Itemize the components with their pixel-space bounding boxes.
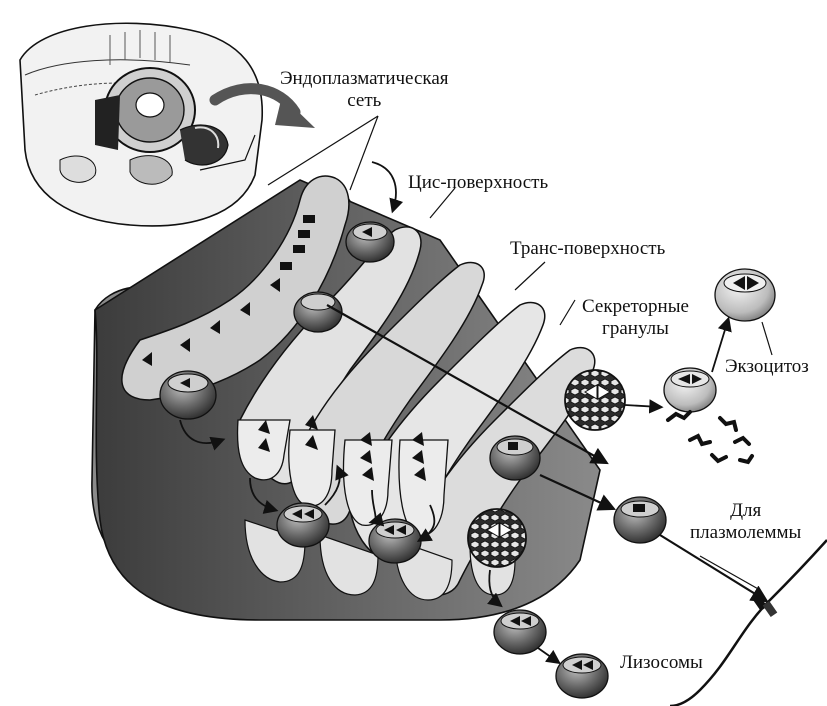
plasma-label-line2: плазмолеммы [690,522,801,544]
secretory-granule-icon [565,370,625,430]
lysosomes-label: Лизосомы [620,652,703,674]
secretory-granules-label: Секреторные гранулы [582,296,689,340]
vesicle-icon-6 [490,436,540,480]
trans-face-label: Транс-поверхность [510,238,665,260]
er-label: Эндоплазматическая сеть [280,68,449,112]
secretory-label-line2: гранулы [582,318,689,340]
vesicle-icon-5 [369,519,421,563]
vesicle-icon-11 [715,269,775,321]
er-label-line2: сеть [280,90,449,112]
secreted-molecules [668,412,752,462]
vesicle-icon-1 [346,222,394,262]
vesicle-icon-10 [664,368,716,412]
exocytosis-label: Экзоцитоз [725,356,809,378]
vesicle-icon-7 [614,497,666,543]
cell-thumbnail-icon [20,23,262,226]
vesicle-icon-4 [277,503,329,547]
cis-face-label: Цис-поверхность [408,172,548,194]
plasma-membrane-label: Для плазмолеммы [690,500,801,544]
clathrin-coated-vesicle-icon [468,509,526,567]
vesicle-icon-2 [294,292,342,332]
vesicle-icon-8 [494,610,546,654]
vesicle-icon-9 [556,654,608,698]
er-label-line1: Эндоплазматическая [280,68,449,90]
vesicle-icon-3 [160,371,216,419]
secretory-label-line1: Секреторные [582,296,689,318]
plasma-membrane [670,540,827,706]
plasma-label-line1: Для [690,500,801,522]
